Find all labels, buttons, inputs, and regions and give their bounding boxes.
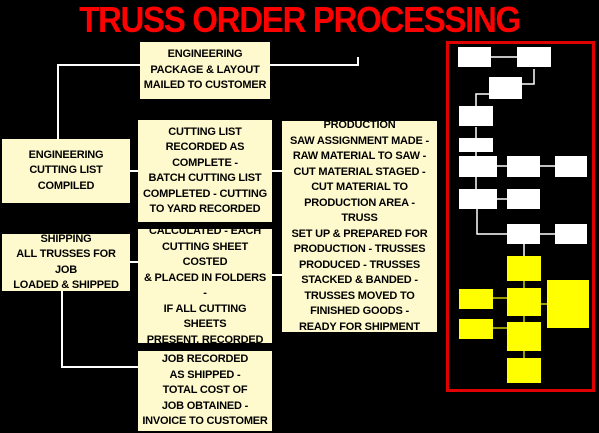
mini-yellow-box — [507, 322, 541, 351]
mini-white-box — [507, 156, 540, 177]
mini-white-box — [459, 156, 497, 177]
cutting-list-box: CUTTING LIST RECORDED AS COMPLETE - BATC… — [138, 120, 272, 222]
page-title: TRUSS ORDER PROCESSING — [79, 0, 521, 40]
mini-yellow-box — [507, 358, 541, 383]
connector-package-to-compiled — [57, 64, 140, 139]
mini-yellow-box — [459, 289, 493, 309]
connector-shipping-to-job — [61, 291, 138, 368]
engineering-cutting-list-box: ENGINEERING CUTTING LIST COMPILED — [2, 139, 130, 203]
mini-white-box — [459, 189, 497, 209]
mini-white-box — [459, 138, 493, 152]
mini-yellow-box — [547, 280, 589, 328]
mini-white-box — [507, 224, 540, 244]
engineering-package-box: ENGINEERING PACKAGE & LAYOUT MAILED TO C… — [140, 42, 270, 99]
mini-yellow-box — [507, 288, 541, 316]
mini-white-box — [458, 47, 491, 67]
board-footage-box: BOARD FOOTAGE CALCULATED - EACH CUTTING … — [138, 229, 272, 343]
connector-package-to-production — [270, 57, 359, 66]
mini-white-box — [459, 106, 493, 126]
mini-yellow-box — [459, 319, 493, 339]
production-box: PRODUCTION SAW ASSIGNMENT MADE - RAW MAT… — [282, 121, 437, 332]
mini-white-box — [555, 224, 587, 244]
mini-white-box — [555, 156, 587, 177]
flowchart-thumbnail-panel — [446, 41, 595, 392]
flowchart-thumbnail — [458, 47, 589, 383]
shipping-box: SHIPPING ALL TRUSSES FOR JOB LOADED & SH… — [2, 234, 130, 291]
mini-yellow-box — [507, 256, 541, 281]
job-recorded-box: JOB RECORDED AS SHIPPED - TOTAL COST OF … — [138, 351, 272, 431]
mini-white-box — [517, 47, 551, 67]
mini-white-box — [489, 77, 522, 99]
mini-white-box — [507, 189, 540, 209]
